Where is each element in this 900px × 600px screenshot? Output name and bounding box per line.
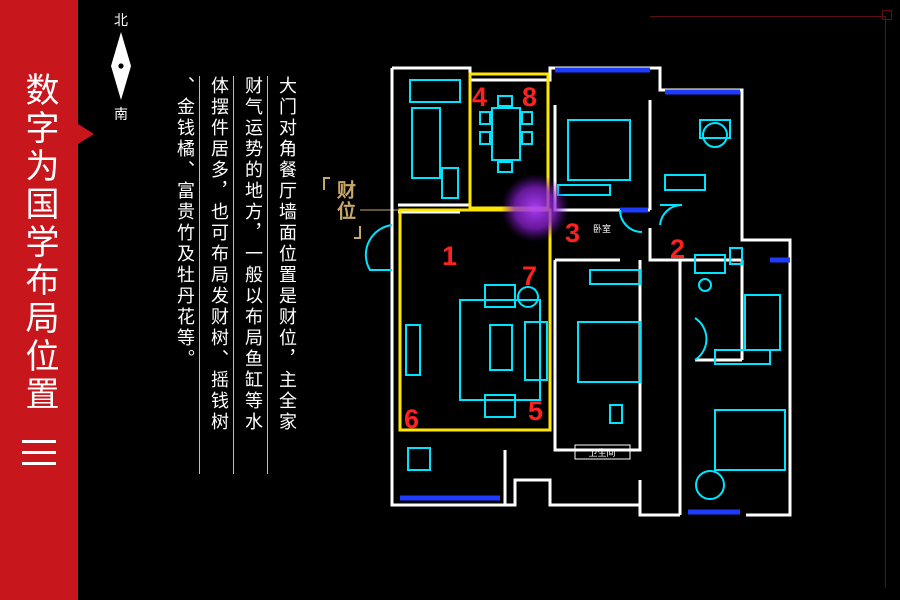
wealth-position-callout: 财位 [320,176,364,240]
decorative-frame-top [650,16,886,17]
description-text: 大门对角餐厅墙面位置是财位，主全家 财气运势的地方，一般以布局鱼缸等水 体摆件居… [170,76,300,476]
sidebar-title: 数字为国学布局位置 [19,72,59,414]
compass-south-label: 南 [114,107,128,123]
position-number-3: 3 [565,218,580,248]
text-column-2: 财气运势的地方，一般以布局鱼缸等水 [242,76,263,433]
furniture [364,79,786,500]
position-number-8: 8 [522,82,537,112]
position-number-5: 5 [528,396,543,426]
position-number-2: 2 [670,234,685,264]
wealth-position-highlight [501,174,569,242]
roman-numeral-three-icon [22,438,56,468]
compass-north-label: 北 [114,13,128,29]
room-tags: 卫生间 卧室 [574,223,631,460]
position-number-1: 1 [442,241,457,271]
position-number-4: 4 [472,82,487,112]
room-tag-bedroom: 卧室 [593,223,611,235]
compass-needle-icon [111,32,131,100]
highlight-zones [398,72,552,432]
decorative-frame-corner [882,10,892,20]
text-column-4: 、金钱橘、富贵竹及牡丹花等。 [174,76,195,370]
column-divider [267,76,268,474]
text-column-1: 大门对角餐厅墙面位置是财位，主全家 [276,76,297,433]
column-divider [233,76,234,474]
wealth-position-label: 财位 [334,180,356,222]
text-column-3: 体摆件居多，也可布局发财树、摇钱树 [208,76,229,433]
floor-plan: 卫生间 卧室 1 2 3 4 5 6 7 8 [360,66,792,517]
position-number-7: 7 [522,261,537,291]
column-divider [199,76,200,474]
sidebar-pointer [78,124,94,144]
callout-bracket-icon [323,177,361,239]
room-tag-bathroom: 卫生间 [588,447,615,459]
sidebar-banner: 数字为国学布局位置 [0,0,78,600]
windows [400,67,790,515]
position-numbers: 1 2 3 4 5 6 7 8 [404,82,685,434]
position-number-6: 6 [404,404,419,434]
decorative-frame-right [885,16,886,588]
